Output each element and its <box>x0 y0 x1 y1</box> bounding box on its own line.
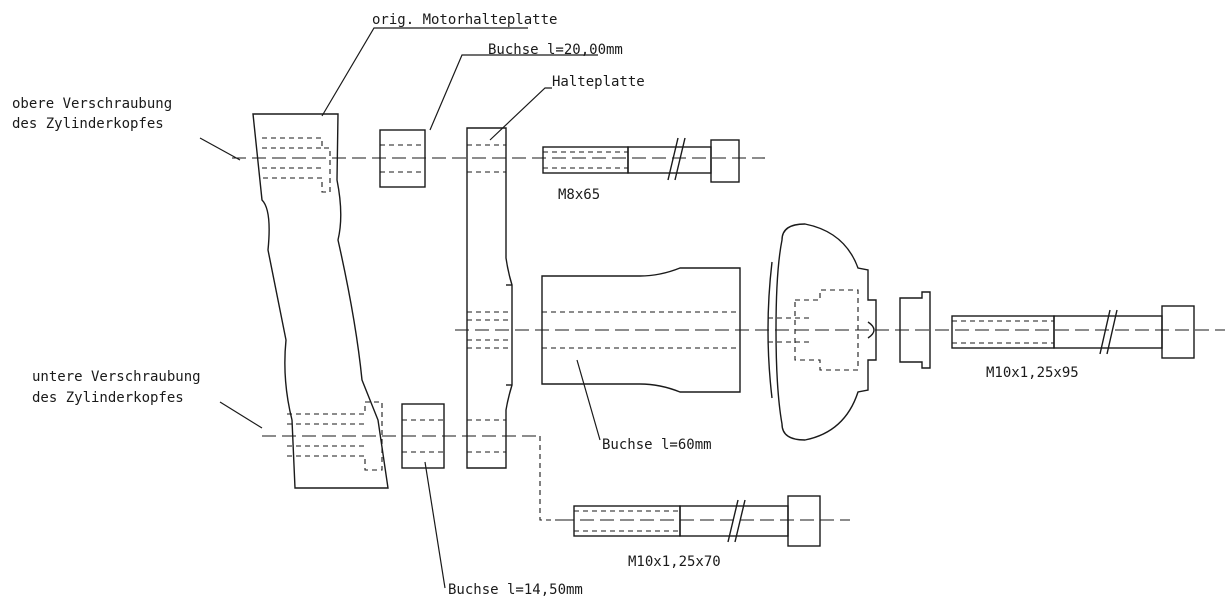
leader-bushing-20 <box>429 54 598 131</box>
washer-flange <box>899 291 931 369</box>
label-bolt-m8: M8x65 <box>558 187 600 203</box>
label-bolt-m10-70: M10x1,25x70 <box>628 554 721 570</box>
label-upper-screw-1: obere Verschraubung <box>12 96 172 112</box>
label-lower-screw-1: untere Verschraubung <box>32 369 201 385</box>
center-bushing-60mm <box>541 267 741 393</box>
motor-mount-plate <box>252 113 389 489</box>
holding-plate <box>466 127 513 469</box>
lower-bushing-14-5mm <box>401 403 445 469</box>
leader-bushing-14 <box>424 461 446 589</box>
label-bushing-14: Buchse l=14,50mm <box>448 582 583 598</box>
pulley-hub <box>767 223 877 441</box>
leader-motor-plate <box>321 27 528 117</box>
bolt-m8x65 <box>542 137 740 183</box>
leader-upper-screw <box>199 137 241 161</box>
upper-bushing-20mm <box>379 129 426 188</box>
leader-bushing-60 <box>576 359 601 441</box>
leader-lower-screw <box>219 401 263 429</box>
bolt-m10x95 <box>951 305 1195 359</box>
leader-holding-plate <box>489 87 552 141</box>
label-bolt-m10-95: M10x1,25x95 <box>986 365 1079 381</box>
label-upper-screw-2: des Zylinderkopfes <box>12 116 164 132</box>
label-motor-plate: orig. Motorhalteplatte <box>372 12 557 28</box>
label-lower-screw-2: des Zylinderkopfes <box>32 390 184 406</box>
label-bushing-20: Buchse l=20,00mm <box>488 42 623 58</box>
bolt-m10x70 <box>573 495 821 547</box>
label-bushing-60: Buchse l=60mm <box>602 437 712 453</box>
lower-bolt-routing-line <box>539 436 560 521</box>
label-holding-plate: Halteplatte <box>552 74 645 90</box>
